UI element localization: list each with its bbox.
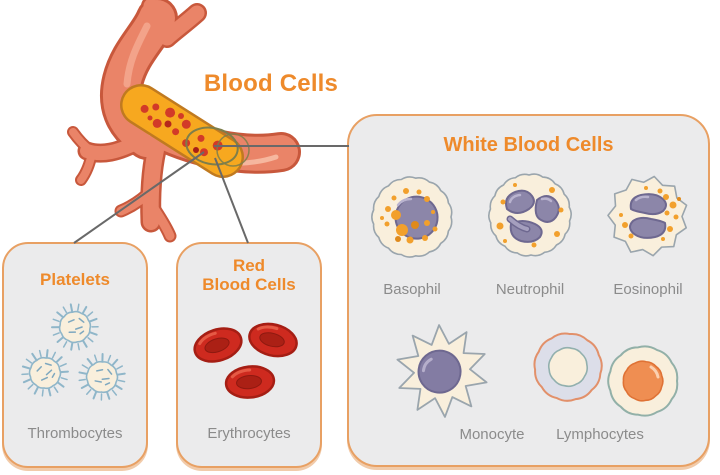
connector-to-red-blood-cells: [214, 157, 249, 244]
thrombocytes-label: Thrombocytes: [27, 425, 123, 442]
monocyte-label: Monocyte: [459, 426, 525, 443]
magnifier-ring: [185, 126, 250, 167]
platelets-title: Platelets: [40, 270, 110, 289]
erythrocytes-label: Erythrocytes: [207, 425, 291, 442]
red-blood-cells-title: Red Blood Cells: [202, 256, 296, 294]
connector-to-platelets: [73, 151, 205, 244]
vessel-cutaway: [120, 84, 244, 178]
basophil-label: Basophil: [383, 281, 441, 298]
platelets-panel: Platelets Thrombocytes: [2, 242, 148, 468]
blood-vessel-illustration: [67, 0, 301, 243]
lymphocytes-label: Lymphocytes: [556, 426, 644, 443]
eosinophil-label: Eosinophil: [613, 281, 683, 298]
connector-lines: [73, 145, 349, 244]
red-blood-cells-panel: Red Blood Cells Erythrocytes: [176, 242, 322, 468]
neutrophil-label: Neutrophil: [495, 281, 565, 298]
white-blood-cells-panel: White Blood Cells Basophil Neutrophil Eo…: [347, 114, 710, 467]
white-blood-cells-title: White Blood Cells: [443, 134, 614, 156]
diagram-title: Blood Cells: [203, 70, 339, 97]
